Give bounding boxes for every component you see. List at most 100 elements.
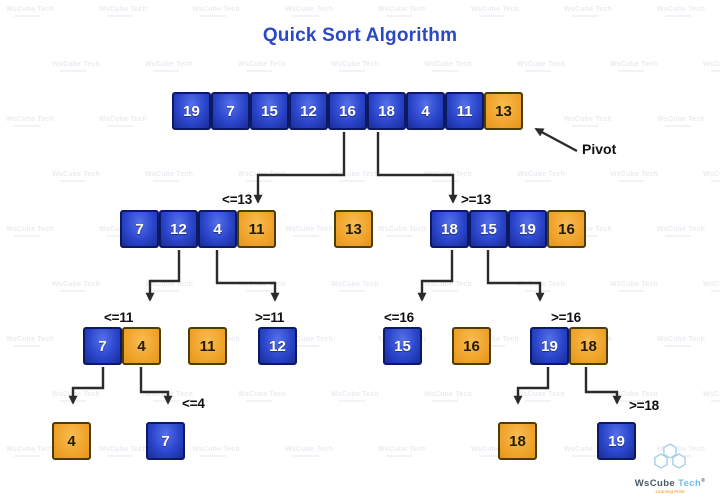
- array-cell-18: 18: [569, 327, 608, 365]
- array-cell-18: 18: [430, 210, 469, 248]
- pivot-label: Pivot: [582, 141, 617, 157]
- watermark-mark: WsCube Tech: [424, 391, 472, 402]
- watermark-mark: WsCube Tech: [285, 226, 333, 237]
- watermark-mark: WsCube Tech: [238, 391, 286, 402]
- watermark-mark: WsCube Tech: [331, 391, 379, 402]
- page-title: Quick Sort Algorithm: [262, 25, 458, 46]
- arrow-l3left-b: [139, 367, 173, 405]
- watermark-mark: WsCube Tech: [657, 336, 705, 347]
- array-cell-13: 13: [484, 92, 523, 130]
- watermark-mark: WsCube Tech: [52, 171, 100, 182]
- logo-tagline: Learning Point: [655, 489, 685, 495]
- array-cell-12: 12: [159, 210, 198, 248]
- watermark-mark: WsCube Tech: [99, 6, 147, 17]
- array-cell-12: 12: [289, 92, 328, 130]
- partition-label-le4: <=4: [182, 396, 205, 411]
- watermark-mark: WsCube Tech: [6, 336, 54, 347]
- array-cell-7: 7: [83, 327, 122, 365]
- array-cell-16: 16: [547, 210, 586, 248]
- watermark-mark: WsCube Tech: [145, 171, 193, 182]
- watermark-mark: WsCube Tech: [471, 336, 519, 347]
- array-cell-11: 11: [237, 210, 276, 248]
- watermark-mark: WsCube Tech: [331, 281, 379, 292]
- watermark-mark: WsCube Tech: [6, 446, 54, 457]
- watermark-mark: WsCube Tech: [703, 171, 720, 182]
- array-cell-4: 4: [198, 210, 237, 248]
- array-cell-4: 4: [406, 92, 445, 130]
- arrow-l2right-b: [486, 250, 545, 302]
- watermark-mark: WsCube Tech: [564, 116, 612, 127]
- array-l3-11: 11: [188, 327, 227, 365]
- array-cell-15: 15: [469, 210, 508, 248]
- array-l2-mid: 13: [334, 210, 373, 248]
- watermark-mark: WsCube Tech: [378, 6, 426, 17]
- partition-label-ge16: >=16: [551, 310, 581, 325]
- arrow-l2right-a: [417, 250, 454, 302]
- watermark-mark: WsCube Tech: [6, 226, 54, 237]
- array-cell-16: 16: [328, 92, 367, 130]
- arrow-root-right: [376, 132, 458, 204]
- watermark-mark: WsCube Tech: [471, 446, 519, 457]
- watermark-mark: WsCube Tech: [145, 61, 193, 72]
- watermark-mark: WsCube Tech: [703, 281, 720, 292]
- watermark-mark: WsCube Tech: [6, 6, 54, 17]
- array-cell-7: 7: [120, 210, 159, 248]
- watermark-mark: WsCube Tech: [52, 61, 100, 72]
- array-cell-18: 18: [498, 422, 537, 460]
- watermark-mark: WsCube Tech: [517, 61, 565, 72]
- watermark-mark: WsCube Tech: [285, 6, 333, 17]
- array-l3-12: 12: [258, 327, 297, 365]
- pivot-arrow: [534, 127, 578, 153]
- watermark-mark: WsCube Tech: [657, 226, 705, 237]
- watermark-mark: WsCube Tech: [285, 446, 333, 457]
- array-l4-4: 4: [52, 422, 91, 460]
- watermark-mark: WsCube Tech: [99, 116, 147, 127]
- array-cell-19: 19: [597, 422, 636, 460]
- watermark-mark: WsCube Tech: [657, 116, 705, 127]
- array-cell-7: 7: [146, 422, 185, 460]
- array-l3-16: 16: [452, 327, 491, 365]
- watermark-mark: WsCube Tech: [331, 171, 379, 182]
- arrow-root-left: [253, 132, 346, 204]
- watermark-mark: WsCube Tech: [424, 61, 472, 72]
- watermark-mark: WsCube Tech: [703, 61, 720, 72]
- watermark-mark: WsCube Tech: [610, 281, 658, 292]
- arrow-l2left-b: [215, 250, 280, 302]
- arrow-l3right-b: [584, 367, 622, 405]
- watermark-mark: WsCube Tech: [378, 226, 426, 237]
- array-cell-15: 15: [383, 327, 422, 365]
- watermark-mark: WsCube Tech: [610, 391, 658, 402]
- array-l3-15: 15: [383, 327, 422, 365]
- watermark-mark: WsCube Tech: [6, 116, 54, 127]
- watermark-mark: WsCube Tech: [192, 446, 240, 457]
- array-cell-19: 19: [530, 327, 569, 365]
- wscube-tech-logo: WsCube Tech® Learning Point: [622, 443, 718, 495]
- watermark-mark: WsCube Tech: [52, 281, 100, 292]
- array-cell-16: 16: [452, 327, 491, 365]
- array-cell-11: 11: [188, 327, 227, 365]
- watermark-mark: WsCube Tech: [703, 391, 720, 402]
- partition-label-le11: <=11: [104, 310, 134, 325]
- array-cell-7: 7: [211, 92, 250, 130]
- partition-label-le13: <=13: [222, 192, 252, 207]
- array-l4-18: 18: [498, 422, 537, 460]
- watermark-mark: WsCube Tech: [610, 61, 658, 72]
- watermark-mark: WsCube Tech: [610, 171, 658, 182]
- partition-label-ge18: >=18: [629, 398, 659, 413]
- array-l4-19: 19: [597, 422, 636, 460]
- hexagon-cluster-icon: [654, 443, 686, 469]
- array-cell-19: 19: [508, 210, 547, 248]
- logo-wordmark: WsCube Tech®: [634, 478, 706, 490]
- watermark-mark: WsCube Tech: [285, 336, 333, 347]
- watermark-mark: WsCube Tech: [331, 61, 379, 72]
- watermark-mark: WsCube Tech: [517, 171, 565, 182]
- arrow-l3left-a: [68, 367, 105, 405]
- array-cell-19: 19: [172, 92, 211, 130]
- array-cell-11: 11: [445, 92, 484, 130]
